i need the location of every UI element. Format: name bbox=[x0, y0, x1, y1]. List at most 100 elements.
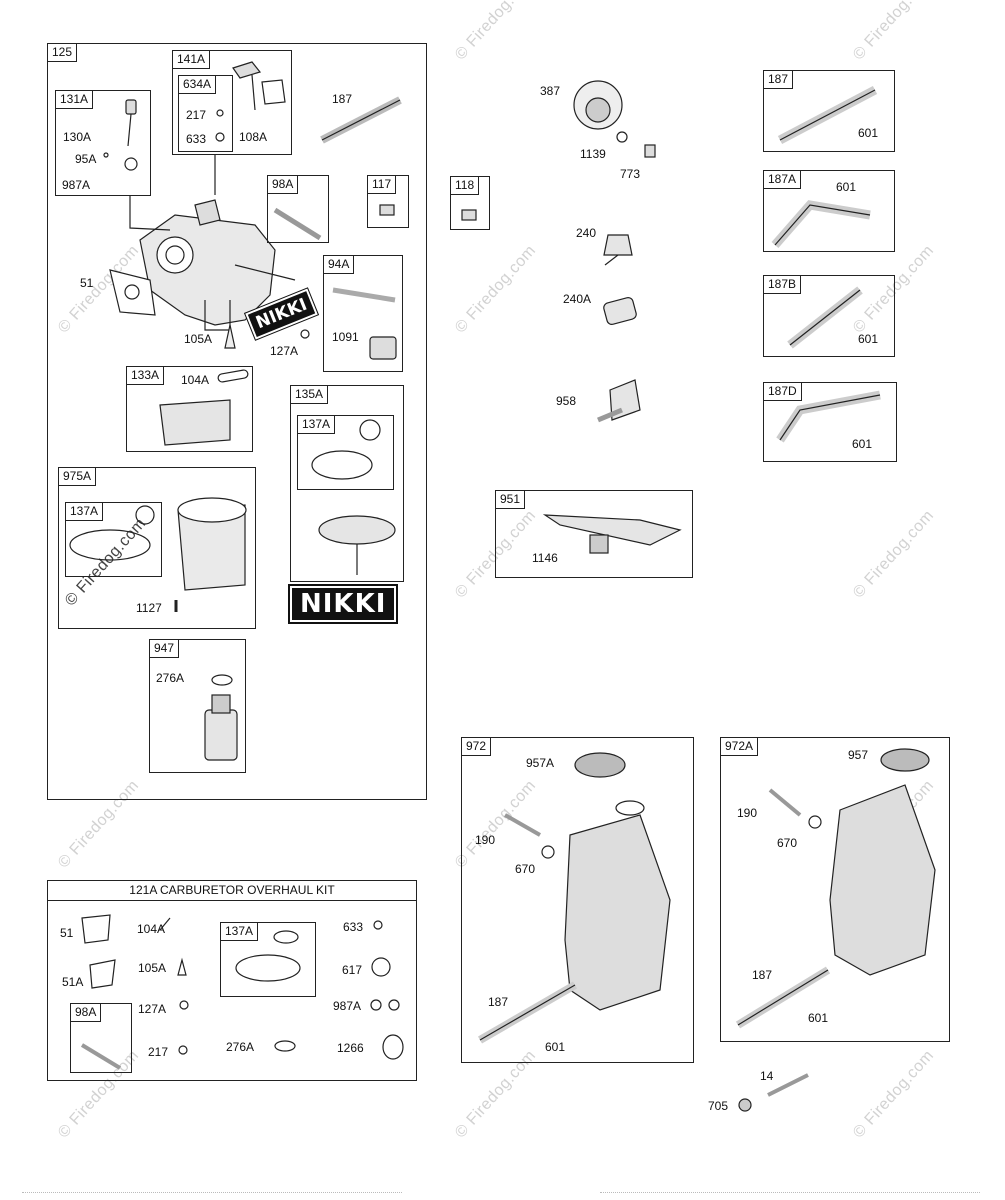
fuel-solenoid-drawing bbox=[204, 674, 238, 761]
part-label-601: 601 bbox=[836, 180, 857, 194]
box-133A: 133A bbox=[126, 366, 253, 452]
box-634A: 634A bbox=[178, 75, 233, 152]
callout-951: 951 bbox=[496, 491, 526, 509]
callout-94A: 94A bbox=[324, 256, 355, 274]
kit-label-617: 617 bbox=[342, 963, 363, 977]
part-label-705: 705 bbox=[708, 1099, 729, 1113]
callout-98A: 98A bbox=[71, 1004, 102, 1022]
box-98A: 98A bbox=[267, 175, 329, 243]
part-label-240: 240 bbox=[576, 226, 597, 240]
callout-137A: 137A bbox=[221, 923, 259, 941]
part-label-51: 51 bbox=[80, 276, 94, 290]
kit-label-276A: 276A bbox=[226, 1040, 255, 1054]
callout-972: 972 bbox=[462, 738, 492, 756]
part-label-187: 187 bbox=[332, 92, 353, 106]
part-label-1146: 1146 bbox=[532, 551, 558, 565]
carburetor-body-drawing bbox=[109, 155, 296, 331]
float-drawing bbox=[159, 369, 249, 446]
part-label-95A: 95A bbox=[75, 152, 97, 166]
part-label-240A: 240A bbox=[563, 292, 592, 306]
choke-shaft-drawing bbox=[103, 99, 138, 171]
box-141A: 141A bbox=[172, 50, 292, 155]
fuel-line-187D-drawing bbox=[776, 390, 881, 443]
kit-label-105A: 105A bbox=[138, 961, 167, 975]
box-carburetor-assembly: 125 bbox=[47, 43, 427, 800]
box-137A-gasket: 137A bbox=[297, 415, 394, 490]
callout-117: 117 bbox=[368, 176, 397, 194]
part-label-1091: 1091 bbox=[332, 330, 359, 344]
part-label-958: 958 bbox=[556, 394, 577, 408]
fuel-pump-drawing bbox=[573, 80, 656, 158]
part-label-387: 387 bbox=[540, 84, 561, 98]
callout-118: 118 bbox=[451, 177, 480, 195]
kit-label-217: 217 bbox=[148, 1045, 169, 1059]
kit-label-51: 51 bbox=[60, 926, 74, 940]
float-bowl-plate-drawing bbox=[318, 515, 396, 575]
kit-title: 121A CARBURETOR OVERHAUL KIT bbox=[47, 880, 417, 901]
throttle-shaft-drawing bbox=[215, 61, 286, 142]
box-kit-98A: 98A bbox=[70, 1003, 132, 1073]
callout-187B: 187B bbox=[764, 276, 802, 294]
callout-137A: 137A bbox=[66, 503, 104, 521]
part-label-104A: 104A bbox=[181, 373, 210, 387]
box-951: 951 bbox=[495, 490, 693, 578]
part-label-633: 633 bbox=[186, 132, 207, 146]
kit-label-1266: 1266 bbox=[337, 1041, 364, 1055]
part-label-108A: 108A bbox=[239, 130, 268, 144]
part-label-987A: 987A bbox=[62, 178, 91, 192]
part-label-187: 187 bbox=[752, 968, 773, 982]
box-187B: 187B bbox=[763, 275, 895, 357]
part-label-601: 601 bbox=[858, 126, 879, 140]
box-118: 118 bbox=[450, 176, 490, 230]
box-972A: 972A bbox=[720, 737, 950, 1042]
callout-975A: 975A bbox=[59, 468, 97, 486]
footer-divider bbox=[22, 1192, 402, 1199]
box-187: 187 bbox=[763, 70, 895, 152]
fuel-line-187A-drawing bbox=[771, 200, 871, 248]
part-label-773: 773 bbox=[620, 167, 641, 181]
box-137A-bowl-gasket: 137A bbox=[65, 502, 162, 577]
box-carburetor-overhaul-kit bbox=[47, 880, 417, 1081]
kit-label-987A: 987A bbox=[333, 999, 362, 1013]
part-label-130A: 130A bbox=[63, 130, 92, 144]
part-label-601: 601 bbox=[808, 1011, 829, 1025]
part-label-670: 670 bbox=[515, 862, 536, 876]
callout-972A: 972A bbox=[721, 738, 759, 756]
idle-screw-drawing bbox=[273, 207, 322, 241]
nut-drawing bbox=[738, 1098, 752, 1112]
throttle-lever-drawing bbox=[542, 514, 682, 554]
callout-131A: 131A bbox=[56, 91, 94, 109]
part-label-601: 601 bbox=[545, 1040, 566, 1054]
part-label-276A: 276A bbox=[156, 671, 185, 685]
part-label-190: 190 bbox=[737, 806, 758, 820]
callout-135A: 135A bbox=[291, 386, 329, 404]
kit-label-51A: 51A bbox=[62, 975, 84, 989]
callout-137A: 137A bbox=[298, 416, 336, 434]
float-bowl-drawing bbox=[69, 497, 247, 612]
fuel-line-187B-drawing bbox=[787, 286, 863, 349]
box-975A: 975A bbox=[58, 467, 256, 629]
callout-187A: 187A bbox=[764, 171, 802, 189]
part-label-601: 601 bbox=[858, 332, 879, 346]
box-187D: 187D bbox=[763, 382, 897, 462]
part-label-670: 670 bbox=[777, 836, 798, 850]
callout-187D: 187D bbox=[764, 383, 802, 401]
pilot-screw-drawing bbox=[332, 287, 397, 360]
box-131A: 131A bbox=[55, 90, 151, 196]
box-947: 947 bbox=[149, 639, 246, 773]
callout-133A: 133A bbox=[127, 367, 165, 385]
callout-98A: 98A bbox=[268, 176, 299, 194]
part-label-217: 217 bbox=[186, 108, 207, 122]
callout-125: 125 bbox=[48, 44, 78, 62]
fuel-tank-972-drawing bbox=[477, 752, 671, 1044]
kit-label-104A: 104A bbox=[137, 922, 166, 936]
part-label-957A: 957A bbox=[526, 756, 555, 770]
fuel-filter-drawing bbox=[603, 234, 637, 325]
part-label-127A: 127A bbox=[270, 344, 299, 358]
fuel-shutoff-valve-drawing bbox=[597, 379, 641, 423]
part-label-601: 601 bbox=[852, 437, 873, 451]
callout-187: 187 bbox=[764, 71, 794, 89]
fuel-line-drawing bbox=[320, 96, 402, 144]
part-label-190: 190 bbox=[475, 833, 496, 847]
